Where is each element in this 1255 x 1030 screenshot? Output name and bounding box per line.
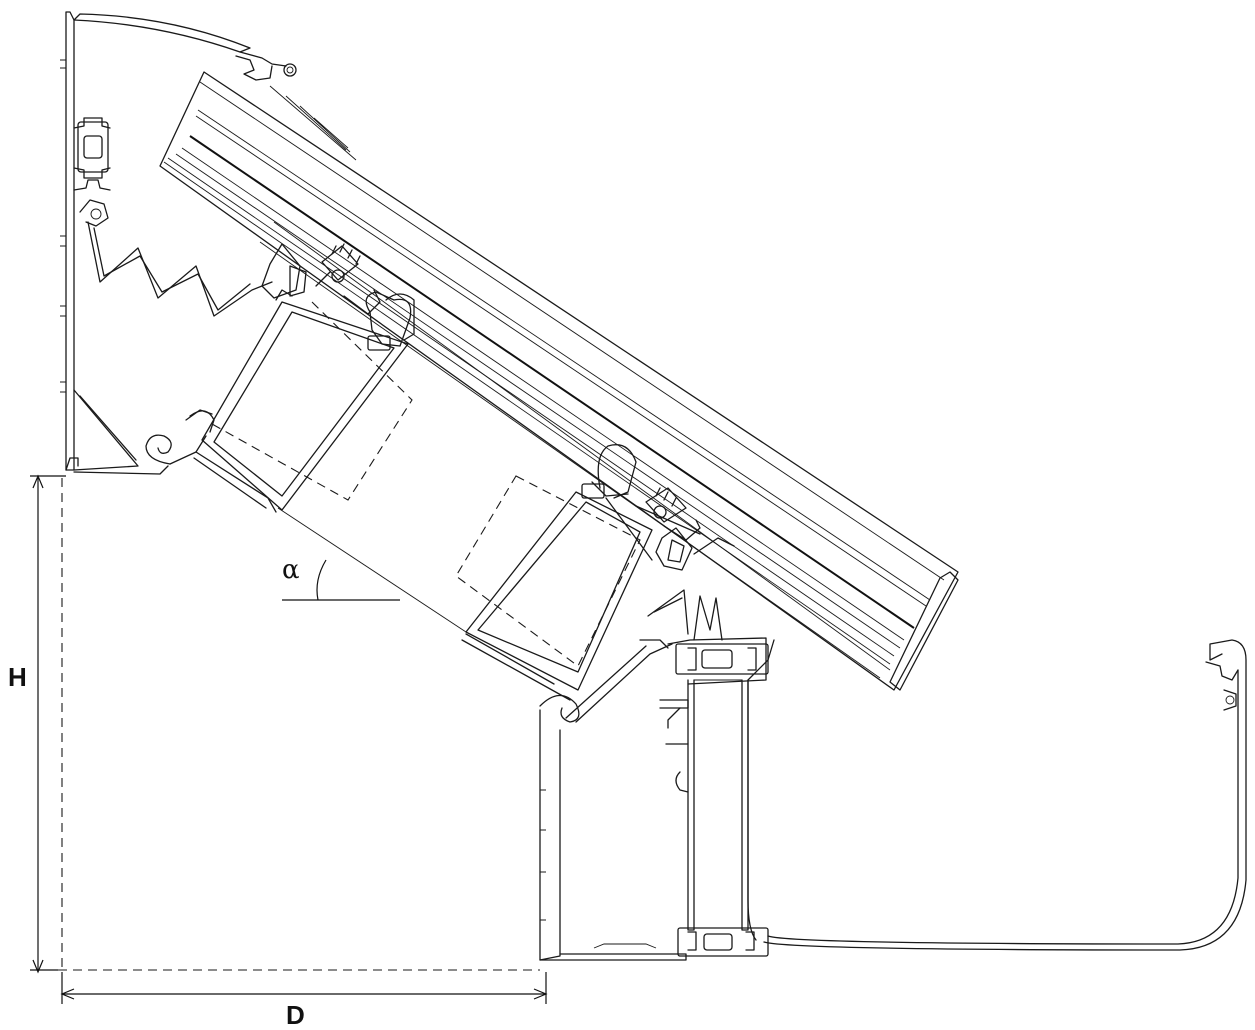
angle-label: α: [282, 555, 300, 585]
upper-clamp: [261, 243, 415, 351]
lower-clamp: [581, 444, 735, 571]
lower-rafter: [455, 475, 653, 701]
eaves-beam: [539, 589, 769, 961]
glazing-panel: [159, 71, 959, 691]
depth-label: D: [286, 1000, 305, 1030]
height-label: H: [8, 662, 27, 692]
angle-arc: [316, 559, 327, 601]
gutter: [747, 639, 1247, 951]
upper-rafter: [189, 289, 413, 513]
top-wall-profile: [60, 11, 297, 475]
dimensions: [30, 474, 548, 1004]
